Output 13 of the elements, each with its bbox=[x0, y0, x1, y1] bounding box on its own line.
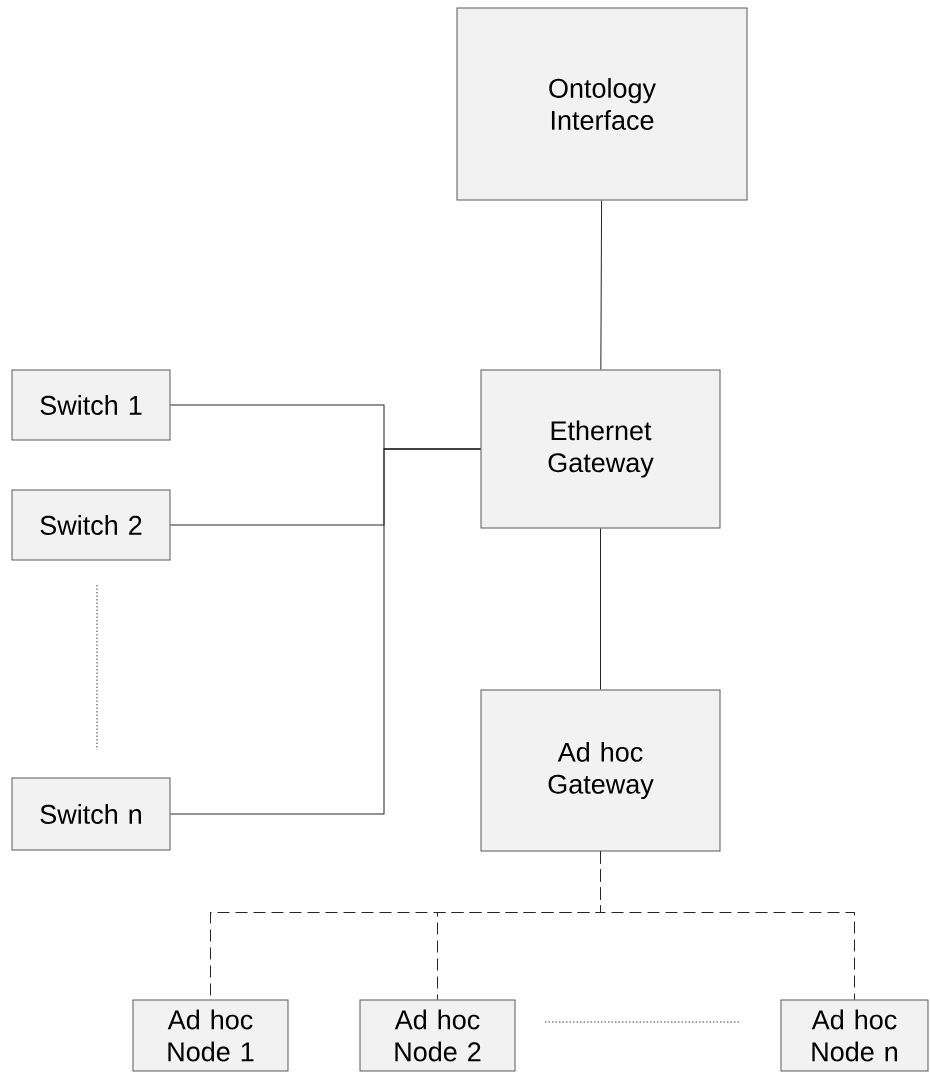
node-box: Ad hoc Node 2 bbox=[359, 999, 516, 1072]
connector-line bbox=[600, 200, 603, 370]
interface-box: Ontology Interface bbox=[456, 7, 748, 201]
connector-line bbox=[600, 528, 601, 690]
gateway-box: Ethernet Gateway bbox=[480, 369, 721, 529]
switch-box: Switch 1 bbox=[11, 369, 171, 441]
switch-box: Switch 2 bbox=[11, 489, 171, 561]
connector-line bbox=[600, 851, 855, 1000]
switch-box: Switch n bbox=[11, 777, 171, 851]
node-box: Ad hoc Node n bbox=[780, 999, 929, 1072]
gateway-box: Ad hoc Gateway bbox=[480, 689, 721, 852]
connector-line bbox=[170, 448, 481, 815]
node-box: Ad hoc Node 1 bbox=[132, 999, 289, 1072]
